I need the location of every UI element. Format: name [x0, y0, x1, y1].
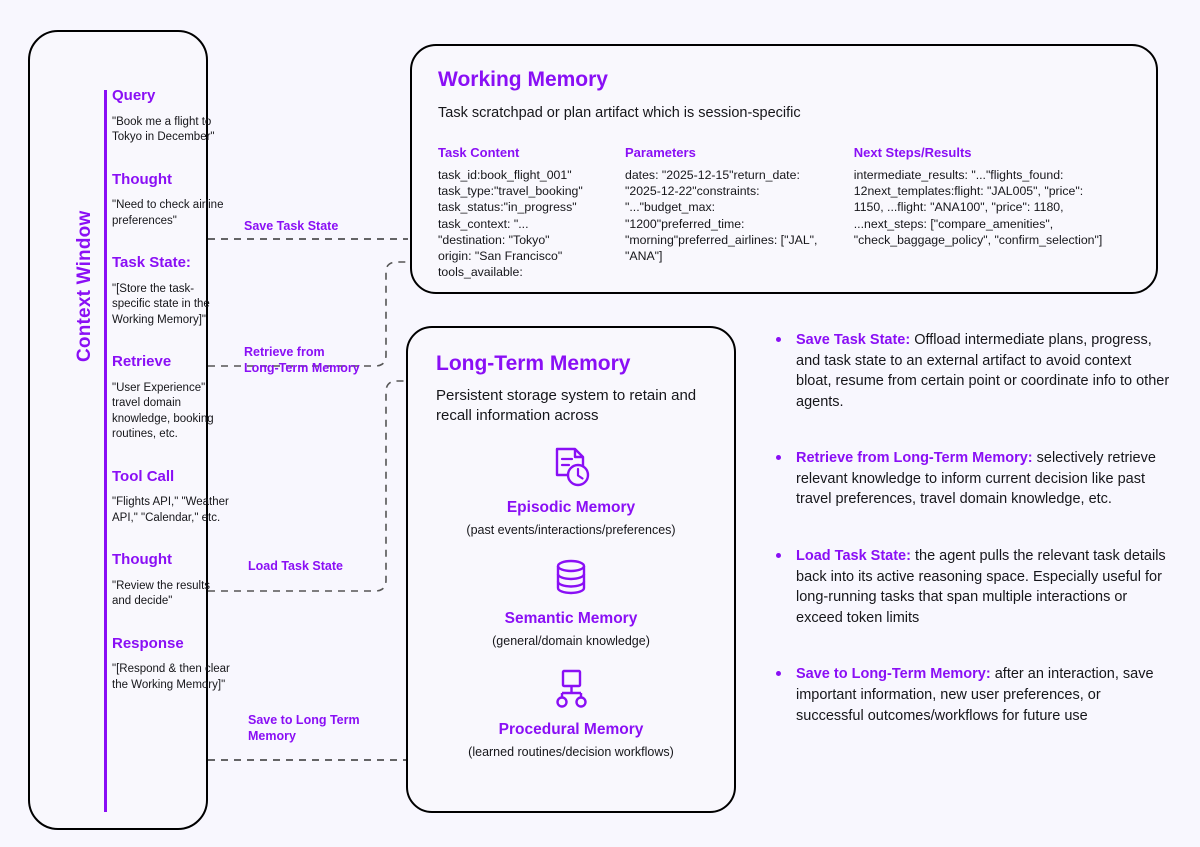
bullet-icon [776, 337, 781, 342]
note-text: selectively retrieve relevant knowledge … [796, 450, 1156, 508]
long-term-memory-subtitle: Persistent storage system to retain and … [436, 387, 697, 424]
memory-name: Procedural Memory [498, 720, 644, 738]
context-step-title: Response [112, 634, 184, 652]
database-icon [556, 559, 586, 594]
column-body: dates: "2025-12-15"return_date: "2025-12… [625, 167, 836, 264]
context-step-body: "User Experience" travel domain knowledg… [112, 381, 214, 441]
context-step-query: Query "Book me a flight to Tokyo in Dece… [112, 87, 232, 146]
memory-block-episodic: Episodic Memory (past events/interaction… [436, 444, 706, 537]
context-step-body: "[Respond & then clear the Working Memor… [112, 663, 230, 691]
memory-description: (past events/interactions/preferences) [466, 522, 676, 537]
context-step-body: "Book me a flight to Tokyo in December" [112, 115, 215, 144]
note-term: Load Task State: [796, 548, 911, 565]
column-body: intermediate_results: "..."flights_found… [854, 167, 1112, 248]
note-retrieve-from-ltm: Retrieve from Long-Term Memory: selectiv… [770, 448, 1170, 510]
working-memory-title: Working Memory [438, 68, 608, 91]
column-line: task_status:"in_progress" [438, 200, 577, 215]
context-step-retrieve: Retrieve "User Experience" travel domain… [112, 354, 232, 443]
note-text: after an interaction, save important inf… [796, 666, 1154, 724]
long-term-memory-title: Long-Term Memory [436, 352, 631, 375]
context-step-body: "Review the results and decide" [112, 579, 211, 608]
note-term: Save Task State: [796, 332, 911, 348]
bullet-icon [776, 455, 781, 461]
context-step-body: "Flights API," "Weather API," "Calendar,… [112, 496, 229, 524]
context-step-body: "Need to check airline preferences" [112, 199, 224, 227]
note-save-to-ltm: Save to Long-Term Memory: after an inter… [770, 664, 1170, 726]
context-window-card: Context Window Query "Book me a flight t… [28, 30, 230, 830]
long-term-memory-card: Long-Term Memory Persistent storage syst… [406, 326, 736, 813]
column-line: tools_available: [438, 265, 523, 280]
memory-block-semantic: Semantic Memory (general/domain knowledg… [436, 555, 706, 648]
context-step-title: Task State: [112, 254, 191, 272]
context-step-title: Retrieve [112, 353, 172, 371]
connector-label-load-task-state: Load Task State [248, 559, 343, 573]
column-line: dates: "2025-12-15"return_date: "2025-12… [625, 167, 818, 263]
working-memory-columns: Task Content task_id:book_flight_001" ta… [438, 145, 1130, 281]
column-line: task_context: "... [438, 216, 529, 231]
context-step-thought-2: Thought "Review the results and decide" [112, 552, 232, 610]
column-heading: Parameters [625, 144, 696, 160]
context-step-tool-call: Tool Call "Flights API," "Weather API," … [112, 467, 232, 527]
connector-label-save-task-state: Save Task State [244, 219, 339, 233]
note-text: Offload intermediate plans, progress, an… [796, 332, 1170, 410]
bullet-icon [776, 671, 781, 677]
context-step-body: "[Store the task-specific state in the W… [112, 282, 210, 326]
context-step-title: Query [112, 87, 156, 104]
working-memory-subtitle: Task scratchpad or plan artifact which i… [438, 105, 801, 121]
memory-name: Episodic Memory [506, 498, 636, 516]
memory-name: Semantic Memory [504, 609, 638, 627]
column-heading: Next Steps/Results [853, 144, 972, 160]
context-step-title: Tool Call [112, 467, 175, 485]
column-line: intermediate_results: "..."flights_found… [853, 167, 1103, 247]
column-line: "destination: "Tokyo" [438, 232, 550, 247]
context-window-steps: Query "Book me a flight to Tokyo in Dece… [112, 87, 232, 719]
context-step-title: Thought [112, 170, 172, 188]
memory-description: (learned routines/decision workflows) [468, 744, 674, 759]
note-term: Retrieve from Long-Term Memory: [796, 450, 1033, 467]
memory-description: (general/domain knowledge) [492, 633, 650, 648]
note-text: the agent pulls the relevant task detail… [796, 548, 1166, 626]
context-step-task-state: Task State: "[Store the task-specific st… [112, 255, 232, 328]
context-step-thought-1: Thought "Need to check airline preferenc… [112, 170, 232, 230]
hierarchy-icon [556, 669, 587, 708]
document-clock-icon [555, 447, 590, 486]
context-step-response: Response "[Respond & then clear the Work… [112, 634, 232, 694]
note-save-task-state: Save Task State: Offload intermediate pl… [770, 330, 1170, 412]
memory-block-procedural: Procedural Memory (learned routines/deci… [436, 666, 706, 759]
note-term: Save to Long-Term Memory: [796, 666, 991, 683]
working-memory-column-task-content: Task Content task_id:book_flight_001" ta… [438, 145, 625, 281]
context-window-label: Context Window [74, 210, 95, 362]
note-load-task-state: Load Task State: the agent pulls the rel… [770, 546, 1170, 628]
working-memory-card: Working Memory Task scratchpad or plan a… [410, 44, 1158, 294]
bullet-icon [776, 553, 781, 559]
notes-list: Save Task State: Offload intermediate pl… [770, 330, 1170, 762]
column-heading: Task Content [438, 144, 520, 160]
column-line: task_type:"travel_booking" [438, 184, 583, 199]
column-line: origin: "San Francisco" [438, 248, 563, 263]
column-body: task_id:book_flight_001" task_type:"trav… [438, 167, 607, 281]
context-step-title: Thought [112, 551, 172, 569]
working-memory-column-next-steps: Next Steps/Results intermediate_results:… [854, 145, 1130, 281]
column-line: task_id:book_flight_001" [438, 167, 572, 182]
working-memory-column-parameters: Parameters dates: "2025-12-15"return_dat… [625, 145, 854, 281]
context-window-accent-bar [104, 90, 107, 812]
